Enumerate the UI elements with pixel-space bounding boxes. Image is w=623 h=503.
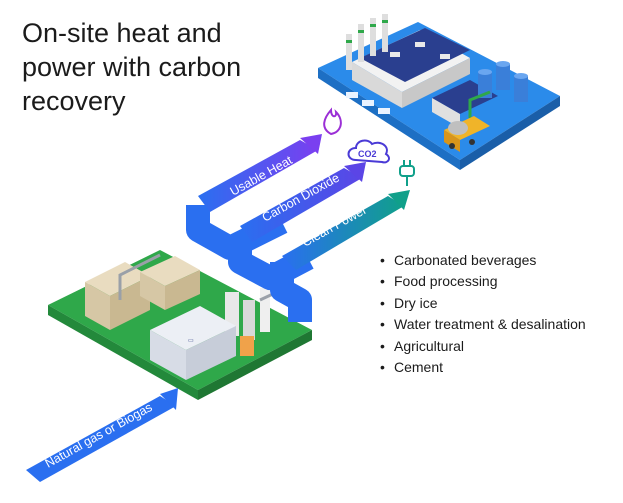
- list-item: •Food processing: [380, 273, 498, 290]
- co2-cloud-icon: CO2: [347, 139, 390, 164]
- input-fuel-label: Natural gas or Biogas: [43, 400, 155, 471]
- use-case-text: Food processing: [394, 273, 498, 290]
- heat-pipe: [198, 140, 318, 212]
- use-case-text: Carbonated beverages: [394, 252, 537, 268]
- use-case-list: •Carbonated beverages •Food processing •…: [380, 250, 586, 378]
- title-line-3: recovery: [22, 86, 126, 116]
- svg-text:▭: ▭: [188, 338, 194, 344]
- use-case-text: Water treatment & desalination: [394, 316, 586, 333]
- input-pipe: [26, 388, 178, 482]
- factory-platform: [318, 14, 560, 170]
- co2-icon-text: CO2: [358, 149, 377, 159]
- carbon-dioxide-label: Carbon Dioxide: [260, 171, 342, 225]
- list-item: •Cement: [380, 358, 444, 375]
- use-case-text: Dry ice: [394, 294, 438, 311]
- list-item: •Dry ice: [380, 294, 438, 311]
- use-case-text: Agricultural: [394, 337, 465, 354]
- title-line-2: power with carbon: [22, 52, 242, 82]
- co2-pipe: [240, 168, 362, 242]
- power-pipe: [282, 196, 404, 270]
- plug-icon: [399, 160, 415, 186]
- list-item: •Water treatment & desalination: [380, 316, 586, 333]
- output-pipes: [186, 134, 410, 322]
- plant-platform: ▭: [48, 250, 312, 400]
- use-case-text: Cement: [394, 358, 444, 375]
- list-item: •Agricultural: [380, 337, 465, 354]
- flame-icon: [323, 107, 342, 136]
- page-title: On-site heat and power with carbon recov…: [22, 16, 322, 118]
- list-item: •Carbonated beverages: [380, 252, 537, 268]
- title-line-1: On-site heat and: [22, 18, 222, 48]
